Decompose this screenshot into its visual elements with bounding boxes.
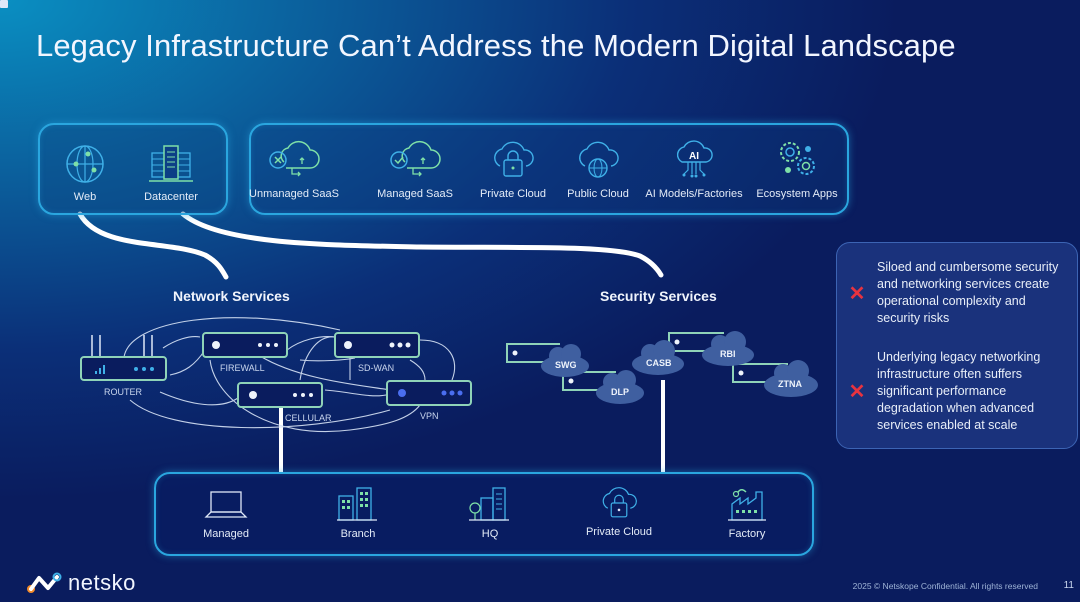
datacenter-label: Datacenter bbox=[144, 191, 198, 203]
cellular-device: CELLULAR bbox=[237, 382, 332, 423]
managed-saas-label: Managed SaaS bbox=[377, 188, 453, 200]
netskope-logo-icon bbox=[27, 572, 62, 593]
cloud-ai-icon: AI bbox=[676, 140, 713, 178]
challenge-text-2: Underlying legacy networking infrastruct… bbox=[877, 350, 1041, 432]
casb-cloud bbox=[632, 340, 684, 375]
branch-item: Branch bbox=[303, 486, 413, 540]
cloud-lock-icon bbox=[494, 141, 534, 177]
cloud-x-icon bbox=[269, 140, 320, 177]
locations-group: Managed Branch HQ Private Cloud bbox=[154, 472, 814, 556]
ai-models-item: AI AI Models/Factories bbox=[639, 138, 749, 200]
network-services-title: Network Services bbox=[173, 288, 290, 304]
swg-label: SWG bbox=[555, 360, 577, 370]
managed-label: Managed bbox=[203, 528, 249, 540]
laptop-icon bbox=[204, 491, 248, 518]
sdwan-label: SD-WAN bbox=[358, 363, 395, 373]
challenges-panel: ✕ Siloed and cumbersome security and net… bbox=[836, 242, 1078, 449]
cellular-icon bbox=[237, 382, 323, 408]
factory-label: Factory bbox=[728, 528, 766, 540]
unmanaged-saas-label: Unmanaged SaaS bbox=[249, 188, 339, 200]
web-to-network-connector bbox=[77, 211, 229, 280]
ztna-cloud bbox=[764, 360, 818, 397]
sdwan-device: SD-WAN bbox=[334, 332, 420, 373]
web-item: Web bbox=[30, 143, 140, 203]
hq-item: HQ bbox=[435, 486, 545, 540]
cloud-lock-icon bbox=[602, 487, 637, 518]
private-cloud-location-label: Private Cloud bbox=[585, 526, 653, 538]
public-cloud-label: Public Cloud bbox=[567, 188, 629, 200]
private-cloud-location-item: Private Cloud bbox=[564, 484, 674, 538]
router-device: ROUTER bbox=[80, 333, 168, 397]
challenge-point-2: ✕ Underlying legacy networking infrastru… bbox=[837, 349, 1077, 434]
page-number: 11 bbox=[1063, 580, 1074, 591]
ztna-appliance bbox=[732, 363, 788, 383]
vpn-icon bbox=[386, 380, 472, 406]
swg-cloud bbox=[541, 344, 589, 377]
public-cloud-item: Public Cloud bbox=[543, 138, 653, 200]
firewall-device: FIREWALL bbox=[202, 332, 288, 373]
unmanaged-saas-item: Unmanaged SaaS bbox=[239, 138, 349, 200]
factory-icon bbox=[728, 488, 766, 521]
sdwan-icon bbox=[334, 332, 420, 358]
managed-item: Managed bbox=[171, 486, 281, 540]
private-cloud-label: Private Cloud bbox=[479, 188, 547, 200]
datacenter-item: Datacenter bbox=[116, 143, 226, 203]
rbi-label: RBI bbox=[720, 349, 736, 359]
internet-datacenter-group: Web Datacenter bbox=[38, 123, 228, 215]
firewall-icon bbox=[202, 332, 288, 358]
factory-item: Factory bbox=[692, 486, 802, 540]
managed-saas-item: Managed SaaS bbox=[360, 138, 470, 200]
ztna-label: ZTNA bbox=[778, 379, 802, 389]
netskope-logo: netsko bbox=[26, 570, 136, 596]
branch-label: Branch bbox=[340, 528, 376, 540]
ecosystem-apps-label: Ecosystem Apps bbox=[756, 188, 838, 200]
dlp-label: DLP bbox=[611, 387, 629, 397]
x-mark-icon: ✕ bbox=[848, 381, 866, 403]
hq-building-icon bbox=[469, 487, 509, 521]
datacenter-to-security-connector bbox=[180, 211, 664, 278]
vpn-label: VPN bbox=[420, 411, 439, 421]
branch-building-icon bbox=[337, 487, 377, 521]
private-cloud-item: Private Cloud bbox=[458, 138, 568, 200]
router-label: ROUTER bbox=[104, 387, 142, 397]
cloud-globe-icon bbox=[579, 141, 619, 178]
ai-models-label: AI Models/Factories bbox=[645, 188, 743, 200]
cloud-check-icon bbox=[390, 140, 441, 177]
gears-icon bbox=[780, 142, 815, 175]
slide-title: Legacy Infrastructure Can’t Address the … bbox=[36, 28, 956, 63]
dlp-appliance bbox=[562, 371, 616, 391]
cloud-destinations-group: Unmanaged SaaS Managed SaaS Private Clou… bbox=[249, 123, 849, 215]
x-mark-icon: ✕ bbox=[848, 282, 866, 305]
logo-text: netsko bbox=[68, 570, 136, 595]
dlp-cloud bbox=[596, 370, 644, 404]
hq-label: HQ bbox=[481, 528, 499, 540]
challenge-text-1: Siloed and cumbersome security and netwo… bbox=[877, 260, 1059, 325]
challenge-point-1: ✕ Siloed and cumbersome security and net… bbox=[837, 259, 1077, 327]
copyright-text: 2025 © Netskope Confidential. All rights… bbox=[852, 581, 1038, 591]
vpn-device: VPN bbox=[386, 380, 472, 421]
datacenter-icon bbox=[149, 145, 193, 182]
ecosystem-apps-item: Ecosystem Apps bbox=[742, 138, 852, 200]
casb-label: CASB bbox=[646, 358, 672, 368]
rbi-cloud bbox=[702, 331, 754, 366]
security-services-title: Security Services bbox=[600, 288, 717, 304]
globe-icon bbox=[66, 145, 104, 183]
cellular-label: CELLULAR bbox=[285, 413, 332, 423]
swg-appliance bbox=[506, 343, 560, 363]
web-label: Web bbox=[73, 191, 97, 203]
corner-marker bbox=[0, 0, 8, 8]
firewall-label: FIREWALL bbox=[220, 363, 265, 373]
router-icon bbox=[80, 335, 167, 381]
svg-text:AI: AI bbox=[689, 151, 699, 162]
